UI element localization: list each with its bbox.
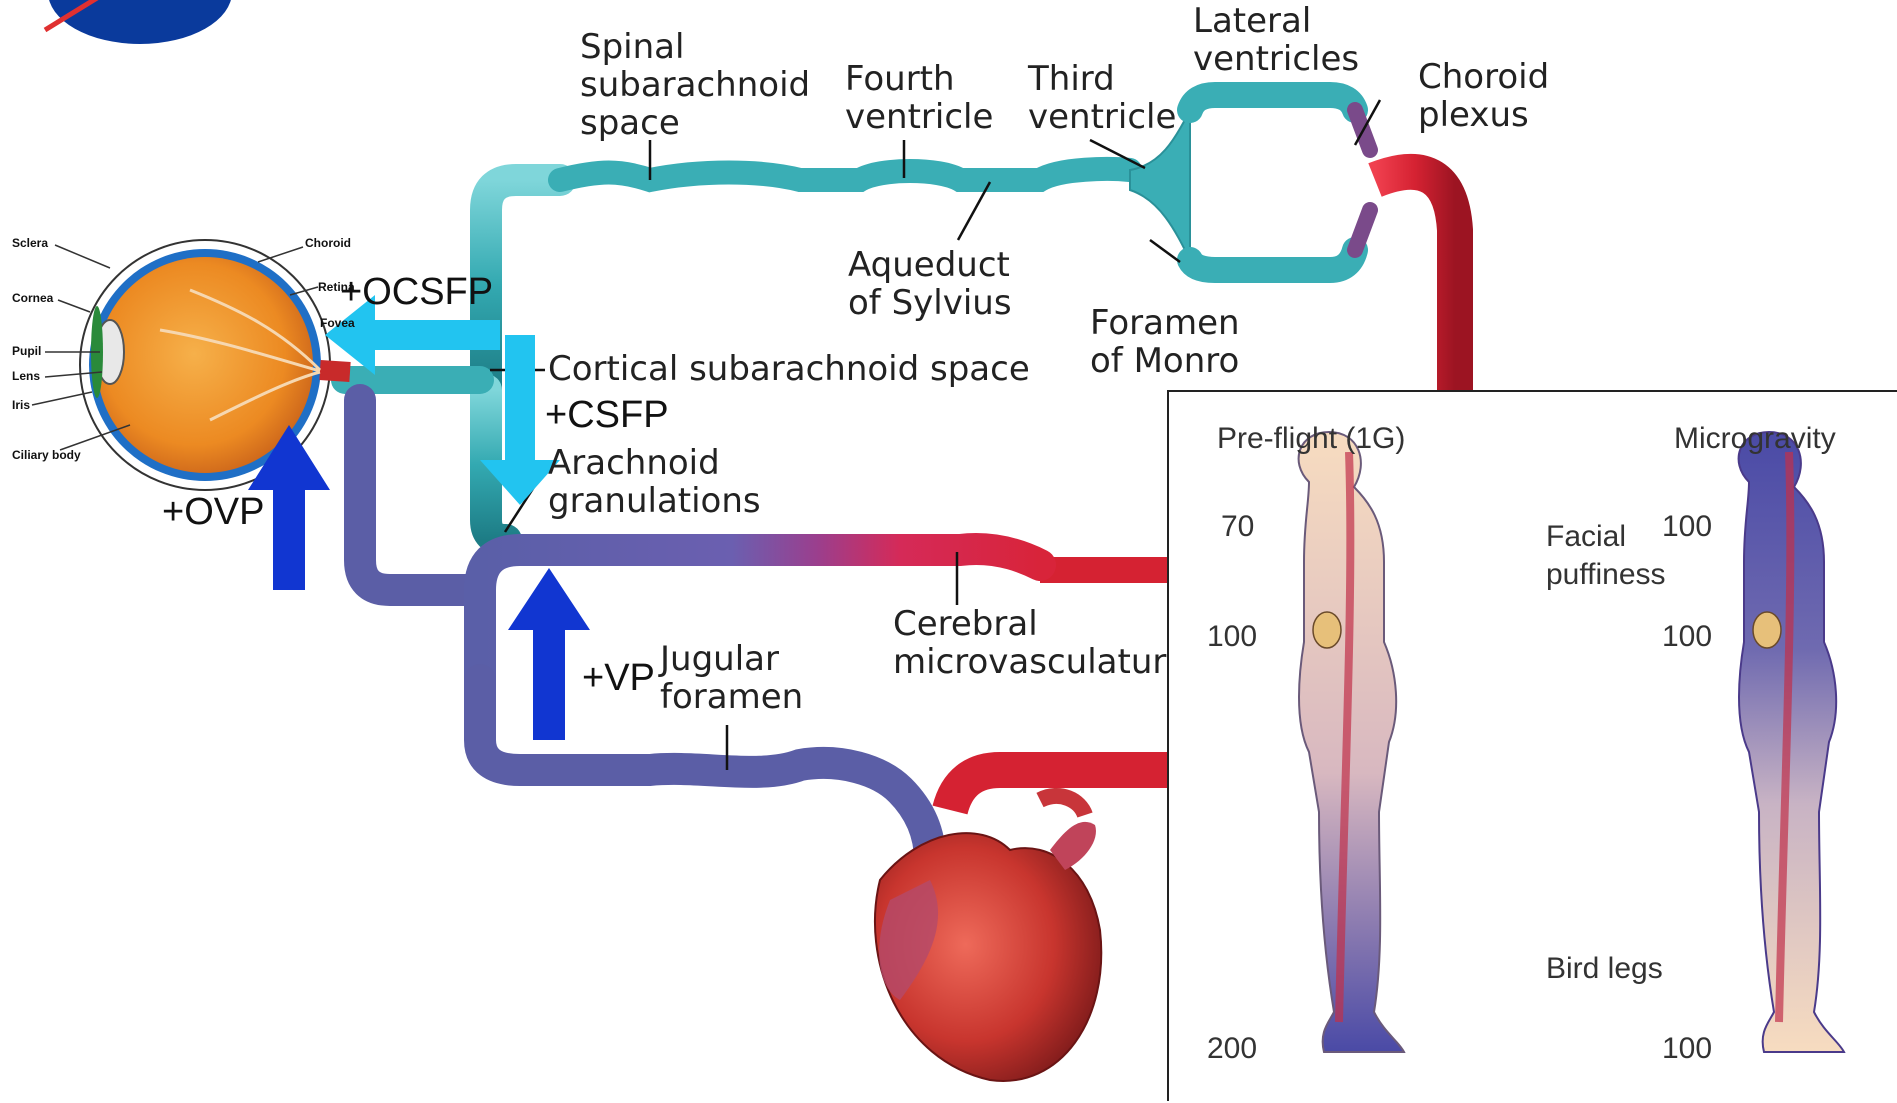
label-line: of Sylvius: [848, 284, 1012, 322]
eye-label-lens: Lens: [12, 369, 40, 383]
preflight-body: [1299, 432, 1404, 1052]
micro-value-feet: 100: [1662, 1032, 1712, 1066]
label-ocsfp: +OCSFP: [340, 272, 493, 312]
fluid-shift-inset: Pre-flight (1G) Microgravity 70 100 200 …: [1167, 390, 1897, 1101]
label-spinal-subarachnoid-space: Spinal subarachnoid space: [580, 28, 810, 142]
eye-label-sclera: Sclera: [12, 236, 48, 250]
microgravity-body: [1739, 432, 1844, 1052]
label-facial-puffiness: Facial puffiness: [1546, 518, 1666, 594]
label-line: Fourth: [845, 60, 993, 98]
label-lateral-ventricles: Lateral ventricles: [1193, 2, 1359, 78]
label-line: puffiness: [1546, 556, 1666, 594]
label-line: Third: [1028, 60, 1176, 98]
eye-label-cornea: Cornea: [12, 291, 53, 305]
label-line: Facial: [1546, 518, 1666, 556]
pre-value-feet: 200: [1207, 1032, 1257, 1066]
label-line: foramen: [660, 678, 803, 716]
label-aqueduct-of-sylvius: Aqueduct of Sylvius: [848, 246, 1012, 322]
label-line: plexus: [1418, 96, 1549, 134]
label-vp: +VP: [582, 658, 655, 698]
label-fourth-ventricle: Fourth ventricle: [845, 60, 993, 136]
label-line: Foramen: [1090, 304, 1240, 342]
eye-label-ciliary-body: Ciliary body: [12, 448, 81, 462]
eye-label-fovea: Fovea: [320, 316, 355, 330]
label-foramen-of-monro: Foramen of Monro: [1090, 304, 1240, 380]
label-csfp: +CSFP: [545, 395, 669, 435]
inset-title-preflight: Pre-flight (1G): [1217, 422, 1405, 456]
inset-graphics: [1169, 392, 1897, 1103]
micro-value-heart: 100: [1662, 620, 1712, 654]
label-jugular-foramen: Jugular foramen: [660, 640, 803, 716]
label-line: Choroid: [1418, 58, 1549, 96]
label-bird-legs: Bird legs: [1546, 952, 1663, 986]
logo-fragment: [45, 0, 232, 44]
label-line: Aqueduct: [848, 246, 1012, 284]
eye-label-pupil: Pupil: [12, 344, 41, 358]
label-line: granulations: [548, 482, 761, 520]
eye-label-iris: Iris: [12, 398, 30, 412]
pre-value-head: 70: [1221, 510, 1254, 544]
label-third-ventricle: Third ventricle: [1028, 60, 1176, 136]
label-line: Jugular: [660, 640, 803, 678]
label-line: Arachnoid: [548, 444, 761, 482]
label-cerebral-microvasculature: Cerebral microvasculature: [893, 605, 1187, 681]
inset-title-microgravity: Microgravity: [1674, 422, 1836, 456]
label-line: subarachnoid: [580, 66, 810, 104]
pre-value-heart: 100: [1207, 620, 1257, 654]
label-line: ventricles: [1193, 40, 1359, 78]
label-line: Spinal: [580, 28, 810, 66]
label-choroid-plexus: Choroid plexus: [1418, 58, 1549, 134]
label-line: ventricle: [1028, 98, 1176, 136]
label-line: space: [580, 104, 810, 142]
label-line: microvasculature: [893, 643, 1187, 681]
label-line: of Monro: [1090, 342, 1240, 380]
label-line: Lateral: [1193, 2, 1359, 40]
label-ovp: +OVP: [162, 492, 264, 532]
label-arachnoid-granulations: Arachnoid granulations: [548, 444, 761, 520]
micro-value-head: 100: [1662, 510, 1712, 544]
eye-label-choroid: Choroid: [305, 236, 351, 250]
label-line: Cerebral: [893, 605, 1187, 643]
eye-label-retina: Retina: [318, 280, 355, 294]
label-cortical-subarachnoid-space: Cortical subarachnoid space: [548, 350, 1030, 388]
label-line: ventricle: [845, 98, 993, 136]
heart-illustration: [875, 796, 1101, 1081]
